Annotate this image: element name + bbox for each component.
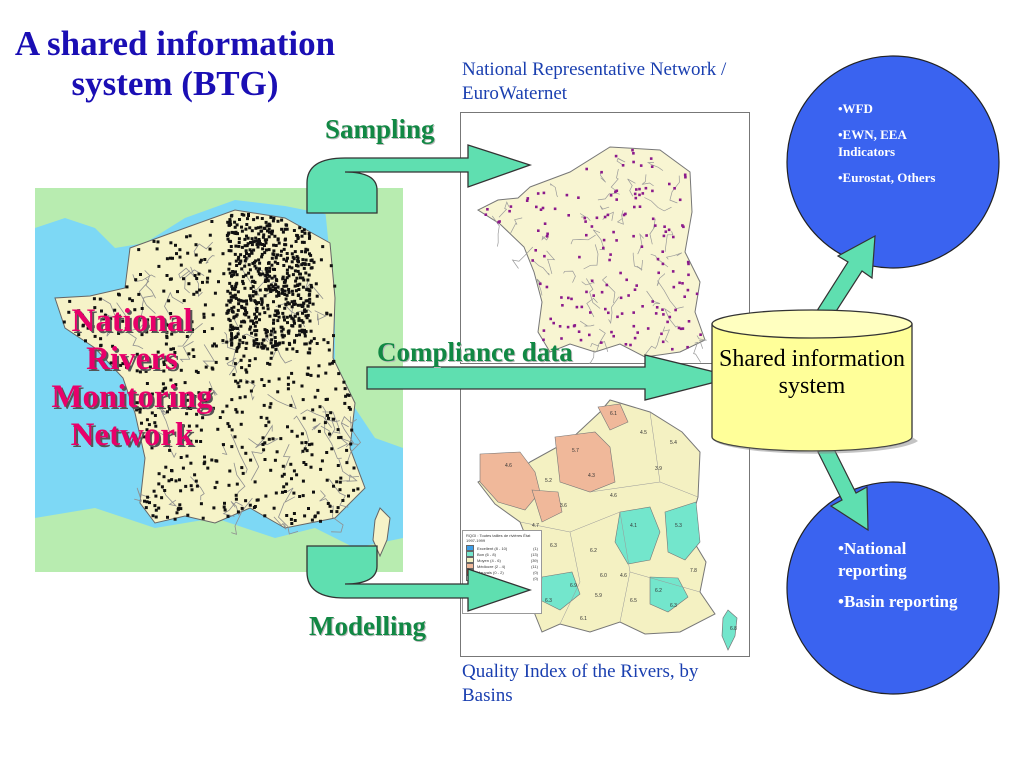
basin-value: 6.3 xyxy=(550,543,557,549)
legend-swatch xyxy=(466,563,474,569)
sampling-label: Sampling xyxy=(325,114,435,144)
basin-value: 6.3 xyxy=(545,598,552,604)
basin-value: 6.2 xyxy=(655,588,662,594)
legend-row: Médiocre (2 - 4)(11) xyxy=(463,563,541,569)
basin-value: 6.9 xyxy=(570,583,577,589)
legend-row: Excellent (8 - 10)(1) xyxy=(463,545,541,551)
basin-bon-east xyxy=(664,501,701,561)
corsica-basin xyxy=(721,609,738,651)
representative-network-map xyxy=(460,112,750,364)
legend-row: Moyen (4 - 6)(39) xyxy=(463,557,541,563)
top-circle xyxy=(786,55,1000,269)
database-cylinder-icon xyxy=(711,309,918,454)
shared-system-label: Shared information system xyxy=(719,346,905,399)
network-caption: National Representative Network / EuroWa… xyxy=(462,59,727,104)
compliance-label: Compliance data xyxy=(377,337,573,367)
legend-row: Bon (6 - 8)(13) xyxy=(463,551,541,557)
list-item: •EWN, EEA Indicators xyxy=(838,127,907,159)
basin-value: 4.3 xyxy=(588,473,595,479)
top-circle-list: •WFD •EWN, EEA Indicators •Eurostat, Oth… xyxy=(838,100,958,195)
basin-value: 4.6 xyxy=(620,573,627,579)
slide-title: A shared information system (BTG) xyxy=(14,24,336,103)
basin-value: 6.2 xyxy=(590,548,597,554)
network-station-dots xyxy=(484,148,702,351)
basin-mediocre-north xyxy=(597,403,629,431)
list-item: •National reporting xyxy=(838,539,907,580)
quality-index-map: 6.1 5.7 4.5 5.4 4.6 5.2 4.3 3.6 4.6 3.9 4.1 5.3 4.7 6… xyxy=(460,382,750,657)
arrow-modelling-icon xyxy=(306,545,533,612)
basin-value: 3.6 xyxy=(560,503,567,509)
basin-value: 6.0 xyxy=(600,573,607,579)
quality-caption: Quality Index of the Rivers, by Basins xyxy=(462,661,699,706)
arrow-compliance-icon xyxy=(366,354,736,401)
bottom-circle xyxy=(786,481,1000,695)
france-basins xyxy=(477,399,716,635)
legend-swatch xyxy=(466,557,474,563)
basin-value: 6.5 xyxy=(630,598,637,604)
modelling-label: Modelling xyxy=(309,611,427,641)
basin-value: 6.8 xyxy=(730,626,737,632)
basin-value: 3.9 xyxy=(655,466,662,472)
basin-borders xyxy=(519,411,701,625)
legend-title: RQGI : Toutes tailles de rivières État 1… xyxy=(466,533,531,543)
arrow-sampling-icon xyxy=(306,144,533,214)
basin-value: 4.5 xyxy=(640,430,647,436)
basin-value: 6.1 xyxy=(580,616,587,622)
legend-swatch xyxy=(466,545,474,551)
basin-value: 4.7 xyxy=(532,523,539,529)
bottom-circle-list: •National reporting •Basin reporting xyxy=(838,538,958,622)
monitoring-network-label: National Rivers Monitoring Network xyxy=(51,303,213,453)
list-item: •Basin reporting xyxy=(838,592,958,611)
basin-value: 4.6 xyxy=(505,463,512,469)
legend-swatch xyxy=(466,551,474,557)
corsica xyxy=(372,507,391,558)
basin-value: 5.4 xyxy=(670,440,677,446)
basin-value: 5.3 xyxy=(675,523,682,529)
basin-value: 5.9 xyxy=(595,593,602,599)
basin-value: 6.1 xyxy=(610,411,617,417)
list-item: •Eurostat, Others xyxy=(838,170,936,185)
basin-value: 5.7 xyxy=(572,448,579,454)
basin-value: 6.3 xyxy=(670,603,677,609)
basin-mediocre-west xyxy=(531,489,563,523)
basin-mediocre-brittany xyxy=(479,451,541,511)
basin-value: 7.8 xyxy=(690,568,697,574)
basin-mediocre-normandy xyxy=(554,431,616,493)
list-item: •WFD xyxy=(838,101,873,116)
monitoring-station-dots xyxy=(62,212,360,525)
basin-value: 4.6 xyxy=(610,493,617,499)
basin-value: 5.2 xyxy=(545,478,552,484)
basin-value: 4.1 xyxy=(630,523,637,529)
